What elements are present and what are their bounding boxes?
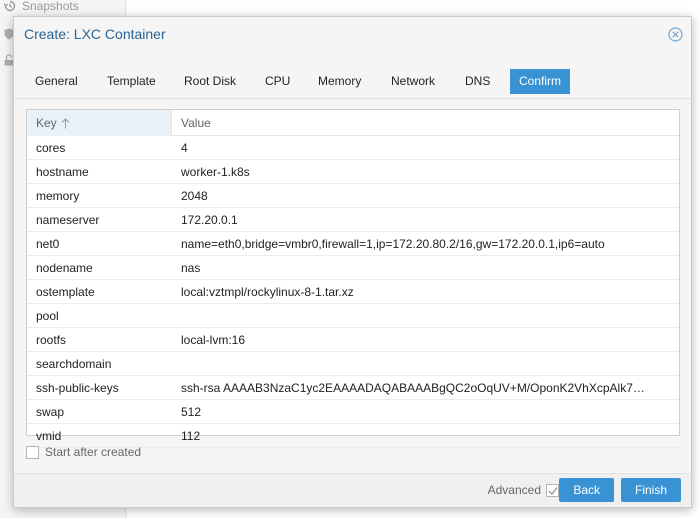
table-row[interactable]: searchdomain <box>27 352 679 376</box>
tab-network[interactable]: Network <box>391 74 436 88</box>
row-value: 2048 <box>181 189 208 203</box>
start-after-created-box[interactable] <box>26 445 39 459</box>
row-value: local:vztmpl/rockylinux-8-1.tar.xz <box>181 285 354 299</box>
table-row[interactable]: vmid 112 <box>27 424 679 448</box>
table-row[interactable]: net0 name=eth0,bridge=vmbr0,firewall=1,ip… <box>27 232 679 256</box>
dialog-title: Create: LXC Container <box>24 26 166 42</box>
row-key: ostemplate <box>36 285 95 299</box>
advanced-toggle[interactable]: Advanced <box>488 483 559 497</box>
row-key: cores <box>36 141 66 155</box>
table-row[interactable]: cores 4 <box>27 136 679 160</box>
start-after-created-checkbox[interactable]: Start after created <box>26 444 141 460</box>
column-header-value[interactable]: Value <box>181 116 211 130</box>
snapshot-icon <box>4 0 16 12</box>
row-value: ssh-rsa AAAAB3NzaC1yc2EAAAADAQABAAABgQC2… <box>181 381 645 395</box>
row-value: 172.20.0.1 <box>181 213 238 227</box>
row-key: pool <box>36 309 59 323</box>
back-button[interactable]: Back <box>559 478 614 502</box>
column-header-key[interactable]: Key <box>27 110 172 136</box>
sidebar-item-snapshots[interactable]: Snapshots <box>4 0 79 14</box>
row-key: ssh-public-keys <box>36 381 119 395</box>
wizard-tab-bar: General Template Root Disk CPU Memory Ne… <box>14 49 691 99</box>
row-value: worker-1.k8s <box>181 165 250 179</box>
close-icon[interactable] <box>668 27 683 42</box>
row-key: nodename <box>36 261 93 275</box>
row-key: swap <box>36 405 65 419</box>
column-header-key-label: Key <box>36 116 57 130</box>
table-row[interactable]: swap 512 <box>27 400 679 424</box>
summary-grid: Key Value cores 4 hostname worker-1.k8s memo… <box>26 109 680 448</box>
table-row[interactable]: ssh-public-keys ssh-rsa AAAAB3NzaC1yc2EAA… <box>27 376 679 400</box>
dialog-footer: Advanced Back Finish <box>14 473 691 507</box>
tab-general[interactable]: General <box>35 74 78 88</box>
row-value: 4 <box>181 141 188 155</box>
row-value: 512 <box>181 405 202 419</box>
row-key: rootfs <box>36 333 67 347</box>
row-value: local-lvm:16 <box>181 333 246 347</box>
row-value: nas <box>181 261 201 275</box>
advanced-checkbox[interactable] <box>546 483 559 497</box>
dialog-header: Create: LXC Container <box>14 17 691 49</box>
unlock-icon[interactable] <box>4 54 14 66</box>
table-row[interactable]: hostname worker-1.k8s <box>27 160 679 184</box>
row-key: nameserver <box>36 213 100 227</box>
row-value <box>172 352 679 375</box>
advanced-label: Advanced <box>487 483 541 497</box>
checkmark-icon <box>548 486 558 495</box>
shield-icon[interactable] <box>4 28 14 40</box>
row-key: vmid <box>36 429 62 443</box>
tab-dns[interactable]: DNS <box>465 74 491 88</box>
table-row[interactable]: memory 2048 <box>27 184 679 208</box>
confirm-panel: Key Value cores 4 hostname worker-1.k8s memo… <box>14 99 691 475</box>
row-key: net0 <box>36 237 60 251</box>
tab-template[interactable]: Template <box>107 74 156 88</box>
row-key: memory <box>36 189 80 203</box>
tab-confirm[interactable]: Confirm <box>510 69 571 94</box>
row-key: searchdomain <box>36 357 112 371</box>
tab-root-disk[interactable]: Root Disk <box>184 74 237 88</box>
row-value: 112 <box>181 429 201 443</box>
start-after-created-label: Start after created <box>45 445 142 459</box>
table-row[interactable]: pool <box>27 304 679 328</box>
finish-button[interactable]: Finish <box>620 478 681 502</box>
table-row[interactable]: nodename nas <box>27 256 679 280</box>
sort-ascending-icon <box>61 117 70 128</box>
tab-cpu[interactable]: CPU <box>265 74 291 88</box>
grid-body: cores 4 hostname worker-1.k8s memory 2048 name… <box>27 136 679 448</box>
row-key: hostname <box>36 165 89 179</box>
table-row[interactable]: ostemplate local:vztmpl/rockylinux-8-1.ta… <box>27 280 679 304</box>
create-lxc-dialog: Create: LXC Container General Template R… <box>13 16 692 508</box>
row-value <box>172 304 679 327</box>
grid-header: Key Value <box>27 110 679 136</box>
sidebar-item-label: Snapshots <box>22 0 79 13</box>
table-row[interactable]: rootfs local-lvm:16 <box>27 328 679 352</box>
row-value: name=eth0,bridge=vmbr0,firewall=1,ip=172… <box>181 237 605 251</box>
tab-memory[interactable]: Memory <box>318 74 362 88</box>
table-row[interactable]: nameserver 172.20.0.1 <box>27 208 679 232</box>
